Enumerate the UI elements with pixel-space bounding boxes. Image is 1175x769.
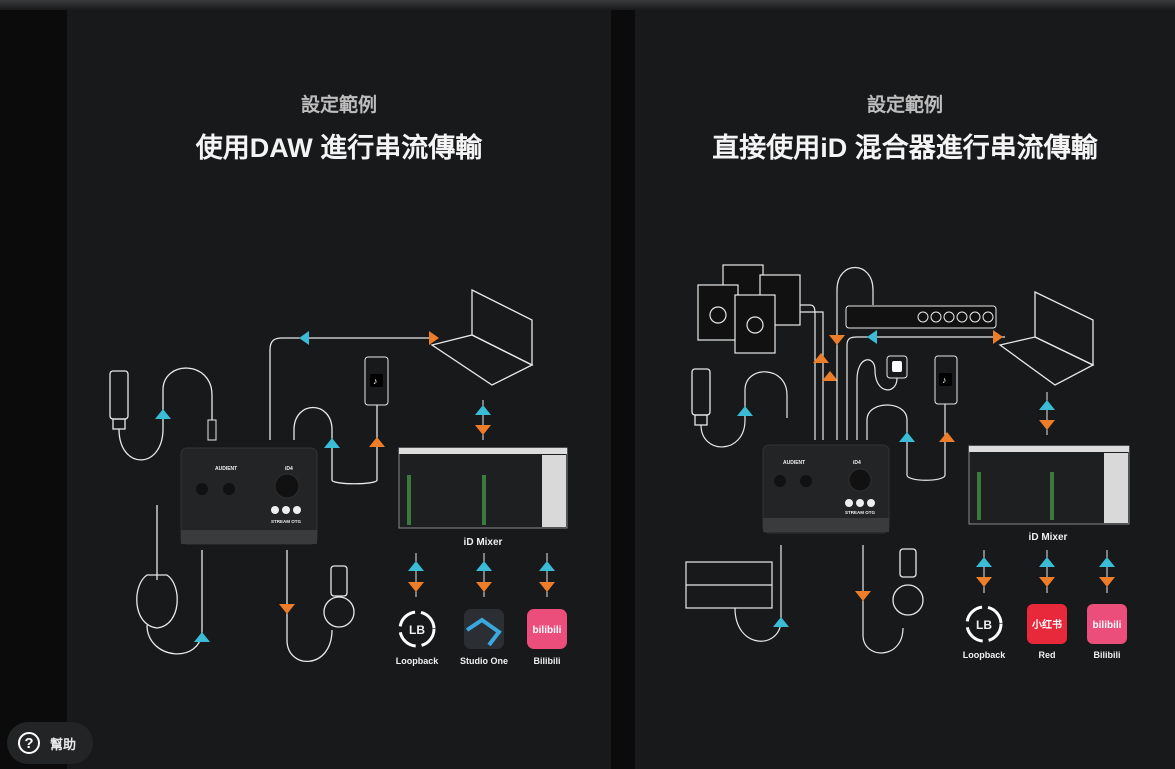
- app-label: Bilibili: [1094, 650, 1121, 660]
- usb-cable: [269, 337, 437, 440]
- headphones-icon: [892, 548, 924, 616]
- setup-example-daw: 設定範例 使用DAW 進行串流傳輸 AUDIENT iD4 STREAM OTG: [67, 0, 611, 769]
- input-arrow: [867, 330, 877, 344]
- top-shade: [0, 0, 1175, 10]
- mixer-label: iD Mixer: [1029, 532, 1068, 543]
- loopback-icon: LB: [965, 605, 1003, 643]
- output-arrow: [429, 331, 439, 345]
- output-arrow: [855, 591, 871, 601]
- input-arrow: [773, 617, 789, 627]
- usb-cable: [846, 336, 1005, 440]
- output-arrow: [1039, 420, 1055, 430]
- help-label: 幫助: [50, 736, 77, 752]
- output-arrow: [993, 330, 1003, 344]
- monitor-cables: [800, 304, 824, 440]
- app-label: Bilibili: [534, 656, 561, 666]
- guitar-cable: [146, 550, 203, 655]
- subtitle: 設定範例: [866, 95, 943, 116]
- headphones-icon: [323, 565, 355, 628]
- bilibili-icon: bilibili: [1087, 604, 1127, 644]
- input-arrow: [1039, 400, 1055, 410]
- input-arrow: [475, 405, 491, 415]
- laptop-icon: [430, 288, 534, 386]
- smartphone-tiktok-icon: ♪: [364, 356, 389, 406]
- svg-text:♪: ♪: [942, 375, 947, 385]
- output-arrow: [475, 425, 491, 435]
- mic-cable: [700, 371, 788, 448]
- loopback-icon: LB: [398, 610, 436, 648]
- input-arrow: [324, 438, 340, 448]
- input-arrow: [899, 432, 915, 442]
- midi-keyboard-icon: [685, 561, 773, 609]
- model-label: iD4: [285, 466, 293, 472]
- bilibili-icon: bilibili: [527, 609, 567, 649]
- input-arrow: [299, 331, 309, 345]
- svg-text:LB: LB: [976, 618, 992, 632]
- id-mixer-screenshot: [398, 447, 568, 529]
- app-label: Loopback: [963, 650, 1006, 660]
- output-arrow: [369, 437, 385, 447]
- studio-monitors-icon: [697, 264, 801, 354]
- app-arrows: [976, 550, 1115, 593]
- headphone-cable: [286, 550, 333, 663]
- mixer-label: iD Mixer: [464, 537, 503, 548]
- phone-cable: [866, 404, 946, 481]
- subtitle: 設定範例: [300, 95, 377, 116]
- preamp-rack-icon: [845, 305, 997, 329]
- setup-example-id-mixer: 設定範例 直接使用iD 混合器進行串流傳輸: [635, 0, 1175, 769]
- app-arrows: [408, 553, 555, 597]
- audio-interface: AUDIENT iD4 STREAM OTG: [762, 444, 890, 534]
- audio-interface: AUDIENT iD4 STREAM OTG: [180, 447, 318, 545]
- app-label: Red: [1038, 650, 1055, 660]
- svg-text:♪: ♪: [373, 376, 378, 386]
- badge-label: STREAM OTG: [845, 510, 875, 515]
- microphone-icon: [691, 368, 711, 426]
- input-arrow: [829, 335, 845, 345]
- diagram-id-mixer: ♪ AUDIENT iD4 STREAM OTG i: [685, 264, 1130, 660]
- model-label: iD4: [853, 460, 861, 466]
- smartphone-tiktok-icon: ♪: [934, 355, 958, 405]
- question-icon: ?: [18, 732, 40, 754]
- brand-label: AUDIENT: [215, 466, 237, 472]
- id-mixer-screenshot: [968, 445, 1130, 525]
- studio-one-icon: [464, 609, 504, 649]
- output-arrow: [279, 604, 295, 614]
- diagram-daw: AUDIENT iD4 STREAM OTG ♪: [109, 288, 568, 666]
- app-label: Studio One: [460, 656, 508, 666]
- xlr-plug: [207, 419, 217, 441]
- badge-label: STREAM OTG: [271, 519, 301, 524]
- svg-text:LB: LB: [409, 623, 425, 637]
- power-cable: [856, 359, 898, 440]
- preamp-cable: [836, 266, 874, 440]
- microphone-icon: [109, 370, 129, 430]
- power-adapter-icon: [886, 355, 908, 379]
- input-arrow: [155, 409, 171, 419]
- title: 直接使用iD 混合器進行串流傳輸: [712, 133, 1098, 163]
- input-arrow: [194, 632, 210, 642]
- help-button[interactable]: ? 幫助: [7, 722, 93, 764]
- app-label: Loopback: [396, 656, 439, 666]
- output-arrow: [939, 432, 955, 442]
- title: 使用DAW 進行串流傳輸: [195, 133, 483, 163]
- headphone-cable: [862, 545, 904, 654]
- brand-label: AUDIENT: [783, 460, 805, 466]
- output-arrow: [822, 371, 838, 381]
- guitar-icon: [136, 505, 178, 629]
- laptop-icon: [998, 290, 1095, 386]
- input-arrow: [737, 406, 753, 416]
- red-icon: 小红书: [1027, 604, 1067, 644]
- svg-text:小红书: 小红书: [1031, 618, 1062, 631]
- svg-text:bilibili: bilibili: [1093, 620, 1122, 631]
- svg-text:bilibili: bilibili: [533, 625, 562, 636]
- phone-cable: [293, 405, 378, 485]
